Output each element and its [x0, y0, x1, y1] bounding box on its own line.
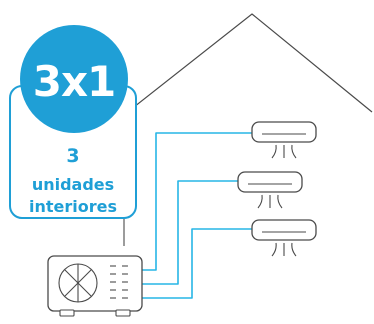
split-ac-unit-icon: [251, 219, 317, 241]
caption-count: 3: [66, 145, 79, 167]
airflow-lines-icon: [271, 242, 297, 257]
badge-label: 3x1: [33, 57, 116, 106]
indoor-unit-1: [251, 121, 317, 159]
airflow-lines-icon: [257, 194, 283, 209]
airflow-lines-icon: [271, 144, 297, 159]
pipe-middle: [139, 180, 239, 285]
indoor-unit-2: [237, 171, 303, 209]
split-ac-unit-icon: [251, 121, 317, 143]
house-roof-outline: [119, 13, 373, 119]
vent-grille-icon: [110, 265, 128, 299]
fan-icon: [58, 263, 98, 303]
caption-line2: interiores: [29, 197, 117, 216]
badge-circle: [20, 25, 128, 133]
outdoor-condenser-icon: [47, 255, 143, 317]
split-ac-unit-icon: [237, 171, 303, 193]
pipe-top: [139, 132, 253, 271]
pipe-bottom: [139, 228, 253, 299]
refrigerant-pipes: [139, 132, 253, 299]
caption-line1: unidades: [32, 175, 114, 194]
indoor-unit-3: [251, 219, 317, 257]
